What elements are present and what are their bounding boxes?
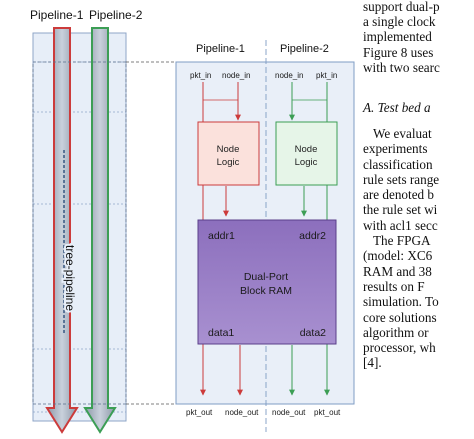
- node-in-2-label: node_in: [275, 71, 303, 80]
- section-heading-text: A. Test bed a: [363, 100, 431, 115]
- text-line: Figure 8 uses: [363, 44, 434, 60]
- pipeline-2-arrow: [83, 27, 117, 434]
- tree-pipeline-panel: Pipeline-1 Pipeline-2 tree-pipeline: [30, 8, 143, 434]
- dual-port-block-ram: [197, 219, 337, 345]
- text-column-top: support dual-p a single clock implemente…: [363, 0, 474, 75]
- left-pipeline-1-label: Pipeline-1: [30, 8, 84, 22]
- text-line: RAM and 38: [363, 263, 432, 279]
- ram-title-line-1: Dual-Port: [244, 271, 288, 283]
- text-line: the rule set wi: [363, 202, 438, 218]
- text-line: support dual-p: [363, 0, 440, 14]
- text-line: We evaluat: [373, 126, 432, 141]
- ram-data1-label: data1: [208, 327, 234, 339]
- text-line: with two searc: [363, 59, 440, 75]
- node-logic-1-line-1: Node: [217, 144, 240, 155]
- text-line: simulation. To: [363, 294, 439, 310]
- pkt-out-1-label: pkt_out: [186, 408, 213, 417]
- node-logic-1-line-2: Logic: [217, 157, 240, 168]
- text-line: algorithm or: [363, 324, 429, 340]
- text-line: with acl1 secc: [363, 217, 438, 233]
- section-heading: A. Test bed a: [363, 100, 474, 115]
- text-line: classification: [363, 156, 433, 172]
- tree-pipeline-background: [32, 32, 127, 422]
- pkt-in-1-label: pkt_in: [190, 71, 211, 80]
- tree-pipeline-label: tree-pipeline: [63, 245, 77, 311]
- text-line: are denoted b: [363, 187, 435, 203]
- node-logic-1-box: [197, 121, 260, 186]
- text-column-body: We evaluat experiments classification ru…: [363, 126, 474, 371]
- text-line: rule sets range: [363, 171, 440, 187]
- detail-pipeline-1-label: Pipeline-1: [196, 43, 245, 55]
- node-out-1-label: node_out: [225, 408, 259, 417]
- node-in-1-label: node_in: [222, 71, 250, 80]
- text-line: [4].: [363, 355, 382, 371]
- text-line: core solutions: [363, 309, 437, 325]
- text-line: experiments: [363, 141, 428, 157]
- ram-addr2-label: addr2: [299, 230, 326, 242]
- text-line: processor, wh: [363, 340, 436, 356]
- detail-pipeline-2-label: Pipeline-2: [280, 43, 329, 55]
- stage-detail: Pipeline-1 Pipeline-2 pkt_in node_in nod…: [175, 40, 355, 432]
- ram-title-line-2: Block RAM: [240, 285, 292, 297]
- pkt-in-2-label: pkt_in: [316, 71, 337, 80]
- text-line: results on F: [363, 278, 425, 294]
- text-line: implemented: [363, 29, 432, 45]
- ram-data2-label: data2: [300, 327, 326, 339]
- node-out-2-label: node_out: [272, 408, 306, 417]
- pipeline-1-arrow: [45, 27, 79, 434]
- ram-addr1-label: addr1: [208, 230, 235, 242]
- node-logic-2-box: [275, 121, 338, 186]
- text-line: a single clock: [363, 14, 436, 30]
- text-line: The FPGA: [373, 233, 431, 249]
- zoomed-stage-highlight: [32, 61, 127, 405]
- text-line: (model: XC6: [363, 248, 433, 264]
- left-pipeline-2-label: Pipeline-2: [89, 8, 143, 22]
- node-logic-2-line-1: Node: [295, 144, 318, 155]
- pkt-out-2-label: pkt_out: [314, 408, 341, 417]
- node-logic-2-line-2: Logic: [295, 157, 318, 168]
